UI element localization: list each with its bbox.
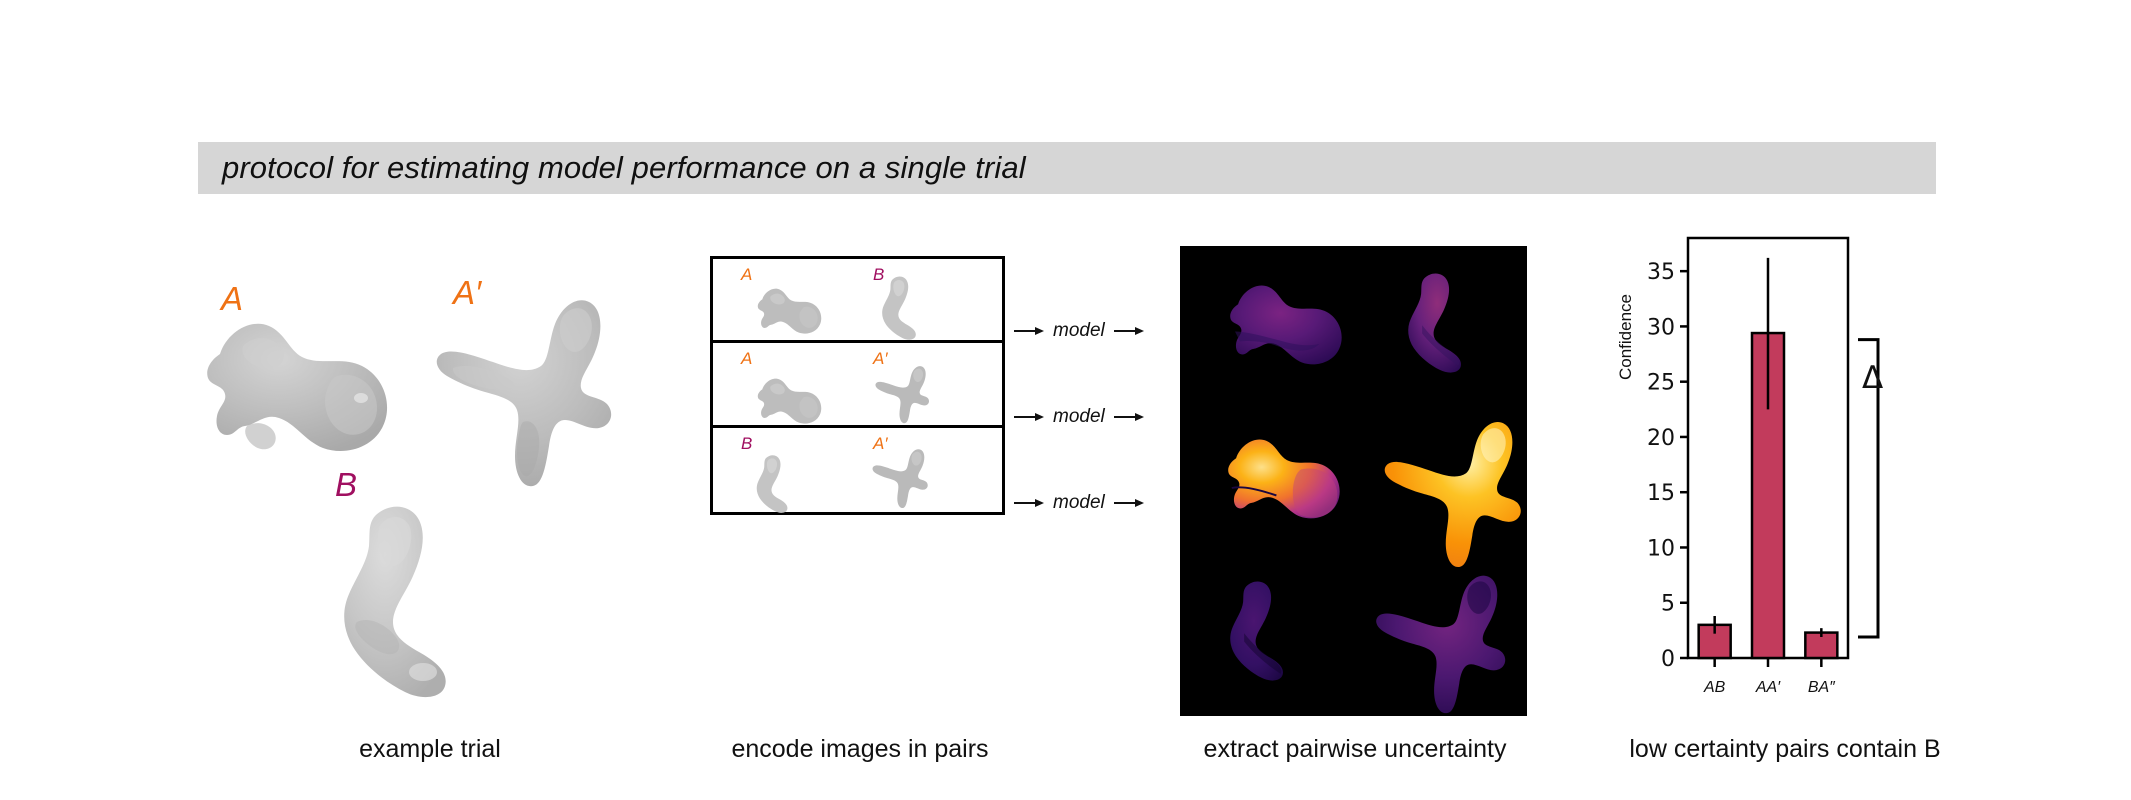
panel-example-trial: A A′ xyxy=(195,230,665,710)
model-label: model xyxy=(1053,320,1105,341)
stimulus-shape-a xyxy=(165,302,415,472)
caption-extract-uncertainty: extract pairwise uncertainty xyxy=(1203,735,1507,763)
pair-left-label: B xyxy=(741,433,753,453)
model-step-2: model xyxy=(1014,406,1144,428)
svg-text:0: 0 xyxy=(1661,647,1675,672)
heatmap-cell xyxy=(1376,575,1506,714)
title-banner: protocol for estimating model performanc… xyxy=(198,142,1936,194)
model-label: model xyxy=(1053,406,1105,427)
pair-right-label: A′ xyxy=(873,433,888,453)
svg-text:10: 10 xyxy=(1647,536,1675,561)
arrow-right-icon xyxy=(1113,327,1144,335)
arrow-right-icon xyxy=(1014,327,1044,335)
pair-row: A B xyxy=(713,259,1002,344)
svg-text:BA″: BA″ xyxy=(1808,679,1836,696)
svg-text:5: 5 xyxy=(1661,592,1675,617)
page-title: protocol for estimating model performanc… xyxy=(222,150,1026,185)
stimulus-label-b: B xyxy=(335,466,358,503)
svg-text:30: 30 xyxy=(1647,315,1675,340)
heatmap-cell xyxy=(1408,273,1461,373)
pair-right-shape xyxy=(869,363,941,429)
model-step-1: model xyxy=(1014,320,1144,342)
panel-encode-pairs: A B A A′ B A′ xyxy=(710,256,1005,515)
arrow-right-icon xyxy=(1113,413,1144,421)
arrow-right-icon xyxy=(1014,413,1044,421)
model-label: model xyxy=(1053,492,1105,513)
svg-text:35: 35 xyxy=(1647,260,1675,285)
stimulus-label-a: A xyxy=(221,280,244,317)
heatmap-cell xyxy=(1230,285,1342,365)
pair-left-shape xyxy=(735,371,839,431)
delta-annotation: Δ xyxy=(1862,360,1884,396)
panel-heatmaps xyxy=(1180,246,1527,716)
model-step-3: model xyxy=(1014,492,1144,514)
stimulus-label-a-prime: A′ xyxy=(453,274,482,311)
pair-row: B A′ xyxy=(713,427,1002,514)
svg-text:15: 15 xyxy=(1647,481,1675,506)
pair-left-label: A xyxy=(741,349,753,369)
heatmap-cell xyxy=(1228,439,1340,519)
caption-encode-pairs: encode images in pairs xyxy=(731,735,989,763)
pair-right-shape xyxy=(871,273,929,341)
pair-row: A A′ xyxy=(713,343,1002,429)
pair-left-label: A xyxy=(741,265,753,284)
stimulus-shape-b xyxy=(313,496,483,701)
caption-low-certainty: low certainty pairs contain B xyxy=(1629,735,1941,763)
svg-text:20: 20 xyxy=(1647,426,1675,451)
heatmap-cell xyxy=(1384,421,1521,568)
stimulus-shape-a-prime xyxy=(423,290,643,505)
svg-text:AB: AB xyxy=(1703,679,1726,696)
pair-right-shape xyxy=(865,446,941,514)
pair-left-shape xyxy=(735,281,839,341)
pair-left-shape xyxy=(747,452,799,514)
svg-text:AA′: AA′ xyxy=(1755,679,1781,696)
heatmap-cell xyxy=(1230,581,1283,681)
arrow-right-icon xyxy=(1014,499,1044,507)
arrow-right-icon xyxy=(1113,499,1144,507)
pair-right-label: B xyxy=(873,265,885,284)
caption-example-trial: example trial xyxy=(359,735,501,763)
pair-right-label: A′ xyxy=(873,349,888,369)
svg-text:25: 25 xyxy=(1647,371,1675,396)
